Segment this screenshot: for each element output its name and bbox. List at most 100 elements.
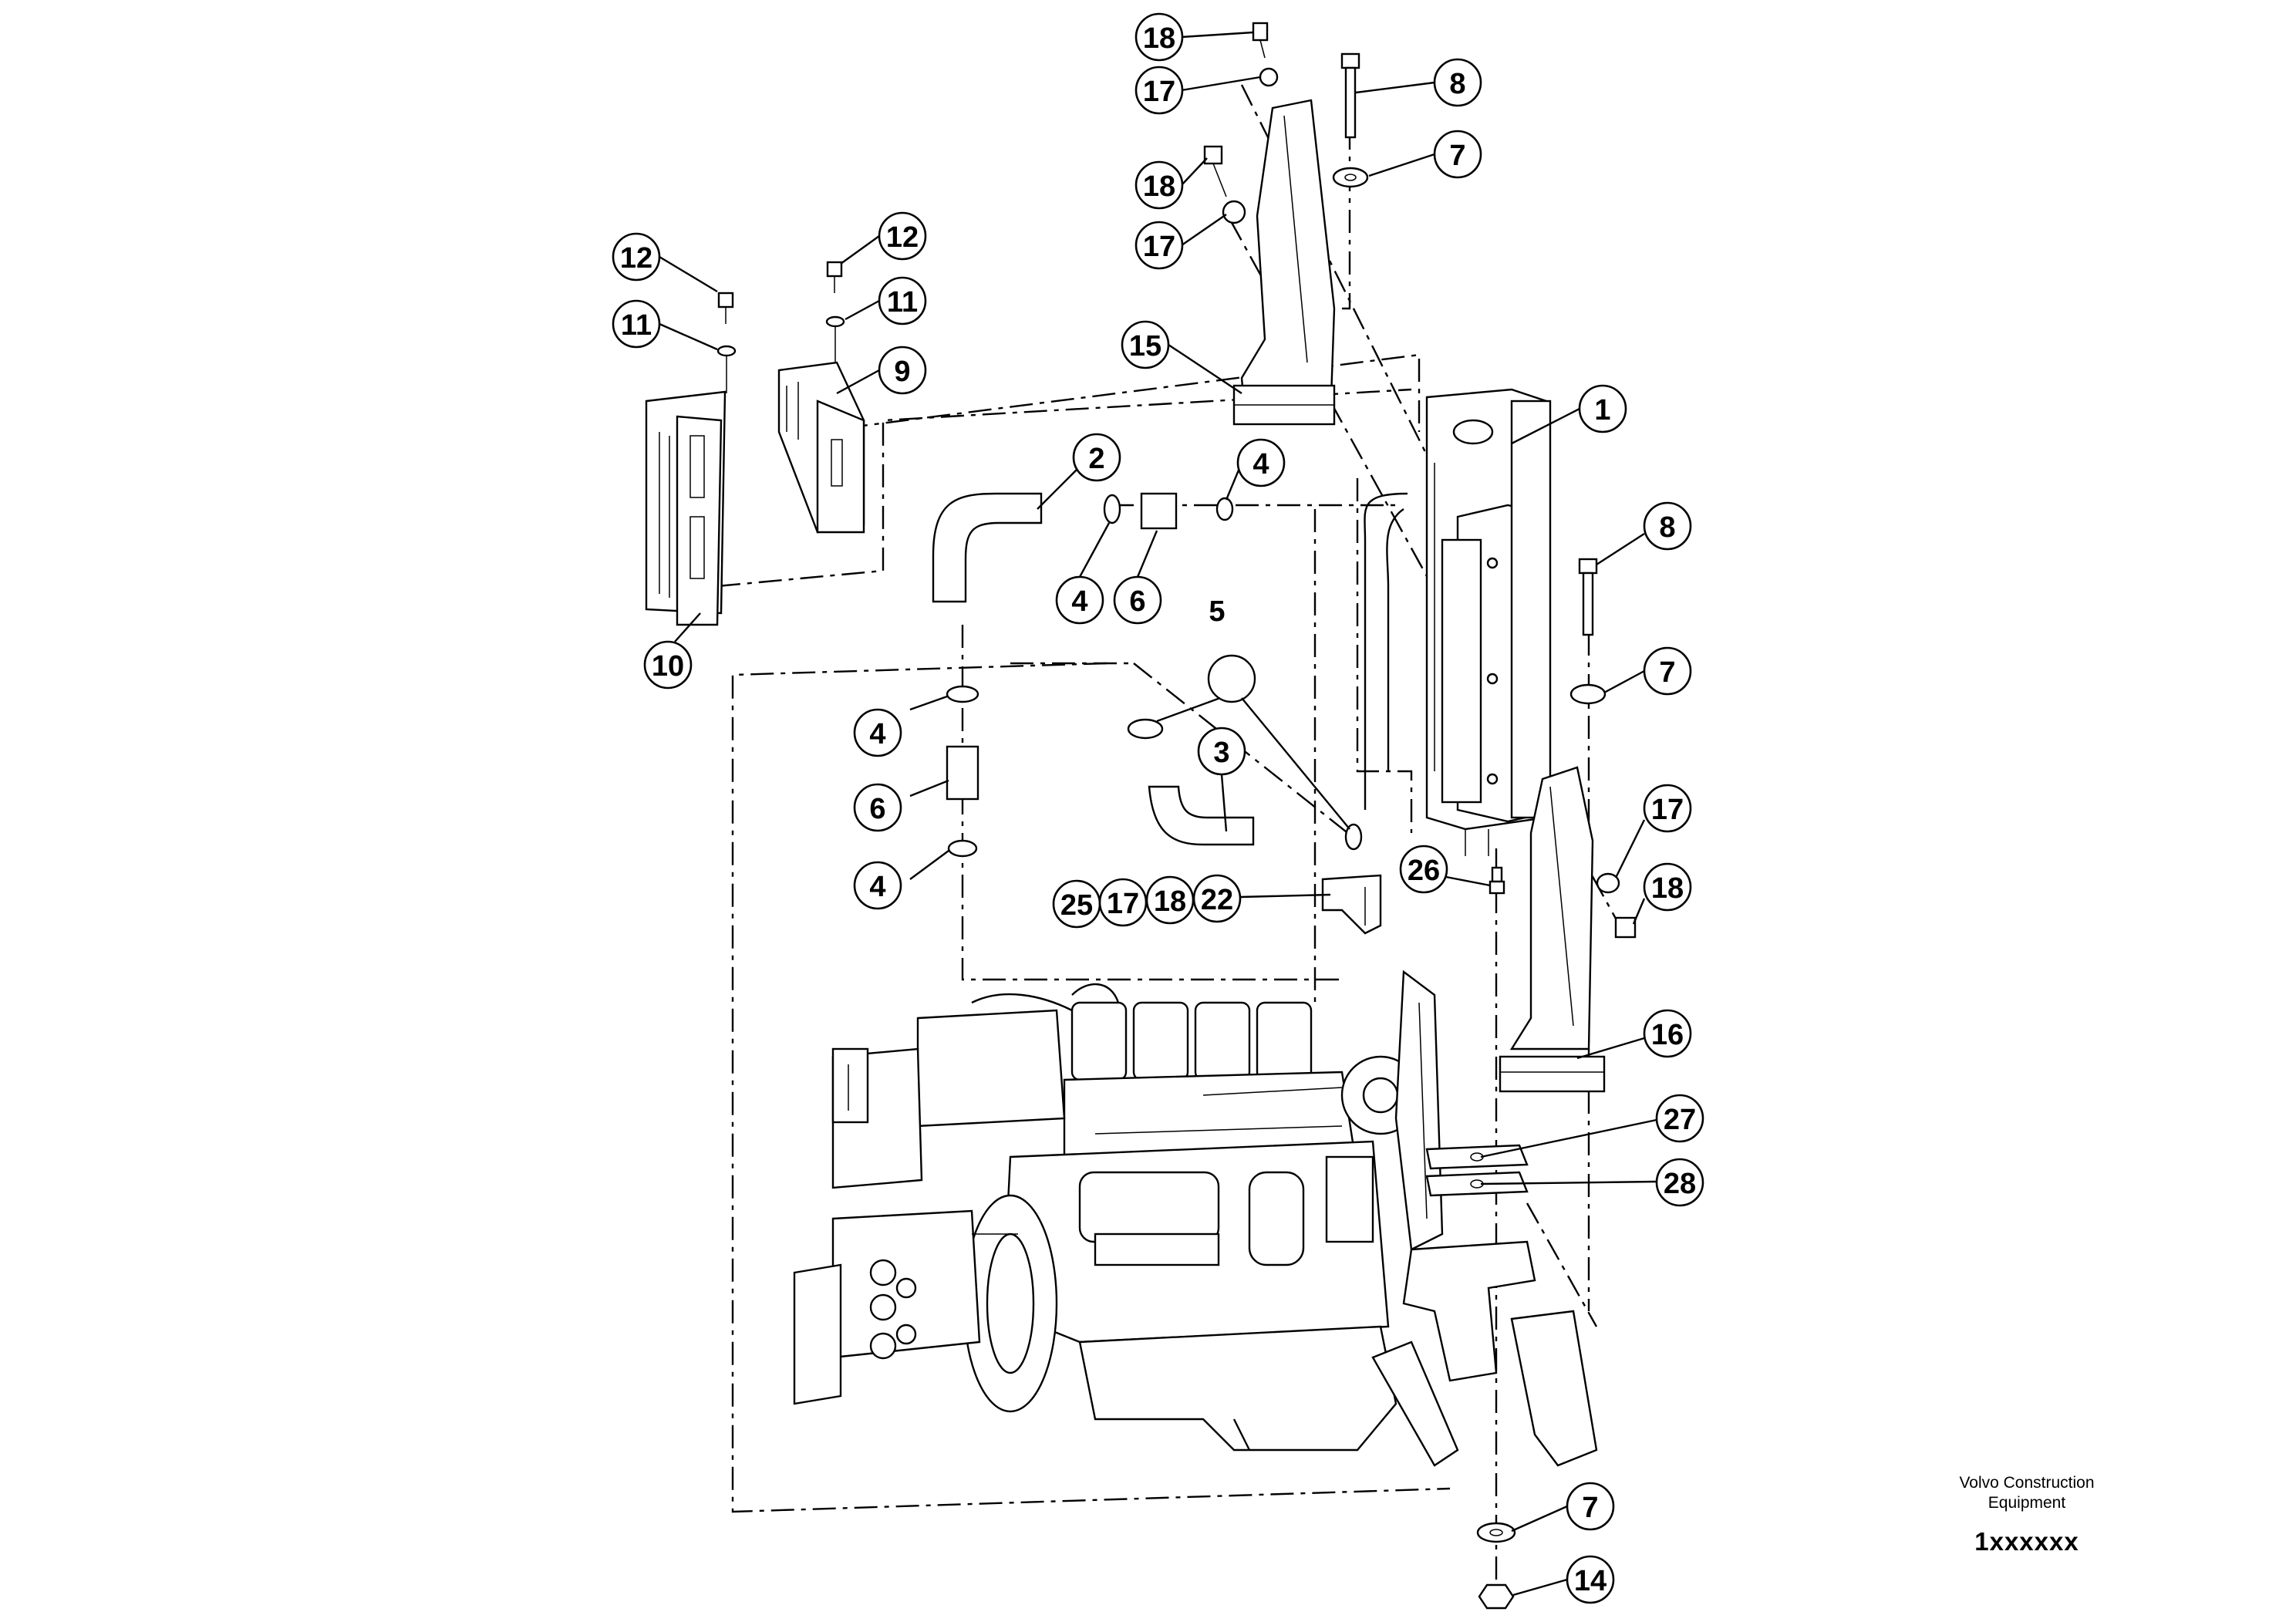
callout-11: 11 [878, 276, 927, 325]
bracket-9 [777, 361, 865, 534]
hose-3 [1127, 718, 1363, 851]
bolt-8-right [1569, 558, 1607, 705]
svg-text:26: 26 [1408, 855, 1440, 887]
svg-text:16: 16 [1651, 1019, 1684, 1051]
label-5: 5 [1209, 595, 1225, 628]
callout-6: 6 [1113, 575, 1162, 625]
clamp-set-5-marker [1156, 654, 1350, 830]
svg-text:8: 8 [1659, 511, 1675, 544]
callout-12: 12 [612, 232, 661, 282]
svg-text:2: 2 [1088, 443, 1104, 475]
callout-2: 2 [1072, 433, 1121, 482]
callout-14: 14 [1566, 1555, 1615, 1604]
svg-text:18: 18 [1143, 22, 1175, 55]
callout-7: 7 [1433, 130, 1482, 179]
screw-18-top [1252, 22, 1279, 87]
svg-text:27: 27 [1664, 1104, 1696, 1136]
svg-text:17: 17 [1651, 794, 1684, 826]
svg-text:15: 15 [1129, 330, 1161, 363]
callout-22: 22 [1192, 874, 1242, 923]
callout-18: 18 [1135, 12, 1184, 62]
callout-16: 16 [1643, 1009, 1692, 1058]
clamp-4-lower-a [946, 685, 979, 703]
callout-11: 11 [612, 299, 661, 349]
washer-7-bottom [1476, 1522, 1516, 1543]
svg-text:4: 4 [1071, 585, 1087, 618]
svg-text:6: 6 [869, 793, 885, 825]
bracket-16 [1499, 766, 1606, 1093]
svg-text:7: 7 [1582, 1492, 1598, 1524]
callout-17: 17 [1135, 66, 1184, 115]
svg-text:17: 17 [1143, 76, 1175, 108]
callout-18: 18 [1643, 862, 1692, 912]
callout-9: 9 [878, 346, 927, 395]
callouts: 18 17 18 17 8 7 12 11 [612, 12, 1704, 1604]
clamp-4-upper [1103, 494, 1234, 524]
callout-8: 8 [1433, 58, 1482, 107]
branding-block: Volvo Construction Equipment 1xxxxxx [1903, 1473, 2150, 1556]
svg-text:12: 12 [886, 221, 919, 254]
bolt-12-left [716, 292, 737, 393]
svg-text:22: 22 [1201, 884, 1233, 916]
svg-text:18: 18 [1154, 885, 1186, 918]
callout-12: 12 [878, 211, 927, 261]
svg-text:17: 17 [1143, 231, 1175, 263]
callout-18: 18 [1135, 160, 1184, 210]
brand-name-line1: Volvo Construction [1959, 1474, 2095, 1492]
callout-17: 17 [1098, 878, 1148, 927]
bolt-12-right [825, 261, 845, 363]
callout-18: 18 [1145, 875, 1195, 925]
screw-18-mid [1203, 145, 1246, 224]
callout-25: 25 [1052, 879, 1101, 929]
brand-name-line2: Equipment [1988, 1494, 2066, 1512]
drawing-code: 1xxxxxx [1974, 1527, 2079, 1556]
callout-4: 4 [1055, 575, 1104, 625]
callout-17: 17 [1135, 221, 1184, 270]
callout-28: 28 [1655, 1158, 1704, 1207]
svg-text:4: 4 [869, 871, 885, 903]
bracket-15 [1232, 99, 1336, 426]
engine-block [793, 969, 1598, 1467]
callout-3: 3 [1197, 727, 1246, 776]
callout-10: 10 [643, 640, 693, 690]
svg-text:1: 1 [1594, 394, 1610, 427]
callout-26: 26 [1399, 845, 1448, 894]
svg-text:7: 7 [1659, 656, 1675, 689]
bolt-8-top [1332, 52, 1369, 188]
svg-text:9: 9 [894, 356, 910, 388]
callout-8: 8 [1643, 501, 1692, 551]
svg-text:11: 11 [621, 309, 652, 342]
callout-17: 17 [1643, 784, 1692, 833]
callout-4: 4 [1236, 438, 1286, 487]
callout-15: 15 [1121, 320, 1170, 369]
callout-6: 6 [853, 783, 902, 832]
svg-text:12: 12 [620, 242, 652, 275]
svg-text:10: 10 [652, 650, 684, 683]
svg-text:4: 4 [1253, 448, 1269, 481]
plate-27 [1425, 1144, 1529, 1170]
radiator-1 [1364, 388, 1552, 856]
svg-text:18: 18 [1143, 170, 1175, 203]
svg-text:8: 8 [1449, 68, 1465, 100]
callout-27: 27 [1655, 1094, 1704, 1143]
sensor-26 [1489, 866, 1505, 895]
svg-text:14: 14 [1574, 1565, 1607, 1597]
svg-text:6: 6 [1129, 585, 1145, 618]
svg-text:3: 3 [1213, 737, 1229, 769]
nut-14 [1478, 1583, 1515, 1610]
svg-text:28: 28 [1664, 1168, 1696, 1200]
svg-text:7: 7 [1449, 140, 1465, 172]
screw-18-right [1596, 872, 1637, 939]
sleeve-6-upper [1140, 492, 1178, 530]
clamp-4-lower-b [947, 839, 978, 858]
callout-4: 4 [853, 708, 902, 757]
bracket-22 [1321, 874, 1382, 935]
callout-7: 7 [1643, 646, 1692, 696]
sleeve-6-lower [946, 745, 979, 801]
svg-text:4: 4 [869, 718, 885, 750]
svg-text:18: 18 [1651, 872, 1684, 905]
hose-2 [932, 492, 1043, 603]
callout-1: 1 [1578, 384, 1627, 433]
callout-4: 4 [853, 861, 902, 910]
